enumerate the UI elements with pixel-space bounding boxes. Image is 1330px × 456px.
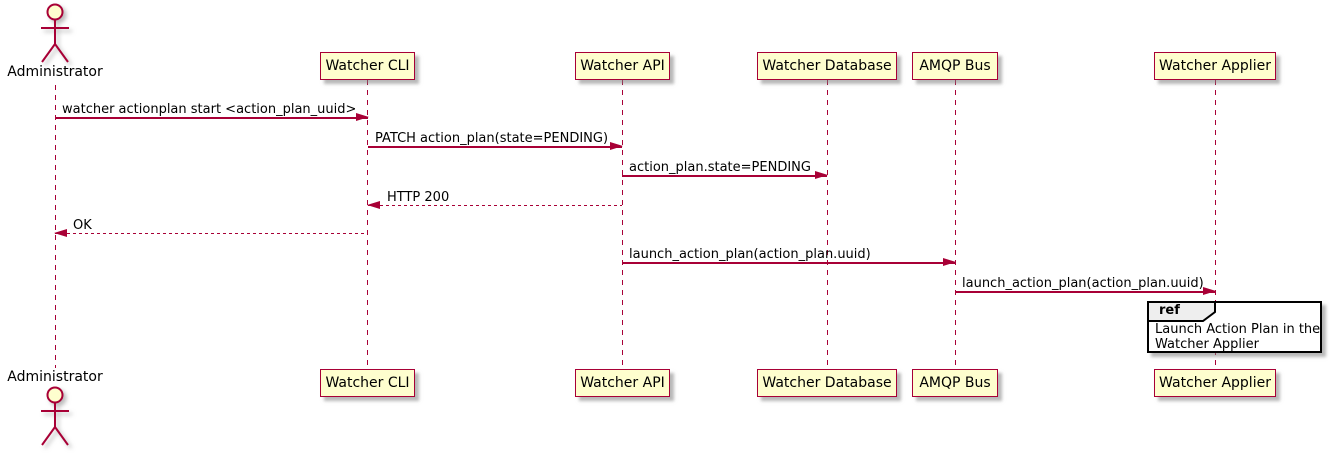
lifeline-watcher-cli [367, 80, 369, 369]
message-label: watcher actionplan start <action_plan_uu… [62, 102, 357, 117]
message-label: launch_action_plan(action_plan.uuid) [962, 276, 1204, 291]
arrowhead-left-icon [54, 228, 67, 237]
administrator-actor-icon-top [41, 3, 69, 63]
message-line [622, 262, 955, 264]
ref-keyword: ref [1159, 303, 1180, 318]
arrowhead-right-icon [1203, 286, 1216, 295]
message-label: OK [73, 218, 92, 233]
message-ok: OK [54, 217, 368, 239]
participant-amqp-bus-top: AMQP Bus [912, 52, 998, 80]
ref-body: Launch Action Plan in the Watcher Applie… [1155, 322, 1320, 352]
participant-watcher-api-bottom: Watcher API [575, 369, 670, 397]
message-watcher-actionplan-start: watcher actionplan start <action_plan_uu… [55, 101, 369, 123]
message-line [55, 117, 368, 119]
participant-amqp-bus-bottom: AMQP Bus [912, 369, 998, 397]
lifeline-watcher-applier [1214, 80, 1216, 369]
participant-watcher-applier-bottom: Watcher Applier [1154, 369, 1276, 397]
arrowhead-right-icon [943, 257, 956, 266]
lifeline-amqp-bus [954, 80, 956, 369]
ref-text-line-1: Launch Action Plan in the [1155, 322, 1321, 337]
message-line [55, 233, 368, 235]
participant-watcher-cli-top: Watcher CLI [320, 52, 415, 80]
message-patch-action-plan: PATCH action_plan(state=PENDING) [368, 130, 623, 152]
message-line [368, 205, 622, 207]
message-action-plan-state-pending: action_plan.state=PENDING [622, 159, 828, 181]
ref-tag: ref [1147, 301, 1217, 322]
message-http-200: HTTP 200 [367, 189, 622, 211]
ref-text-line-2: Watcher Applier [1155, 337, 1259, 352]
administrator-label-top: Administrator [7, 64, 103, 80]
participant-watcher-database-top: Watcher Database [757, 52, 897, 80]
message-label: launch_action_plan(action_plan.uuid) [629, 247, 871, 262]
ref-tag-shape [1147, 301, 1216, 322]
arrowhead-right-icon [815, 170, 828, 179]
message-label: action_plan.state=PENDING [629, 160, 811, 175]
message-launch-action-plan-amqp: launch_action_plan(action_plan.uuid) [622, 246, 956, 268]
administrator-label-bottom: Administrator [7, 369, 103, 385]
participant-watcher-cli-bottom: Watcher CLI [320, 369, 415, 397]
message-launch-action-plan-applier: launch_action_plan(action_plan.uuid) [955, 275, 1216, 297]
participant-watcher-database-bottom: Watcher Database [757, 369, 897, 397]
participant-watcher-api-top: Watcher API [575, 52, 670, 80]
arrowhead-left-icon [367, 200, 380, 209]
ref-frame: ref Launch Action Plan in the Watcher Ap… [1147, 301, 1322, 353]
administrator-actor-icon-bottom [41, 386, 69, 446]
lifeline-watcher-database [826, 80, 828, 369]
participant-watcher-applier-top: Watcher Applier [1154, 52, 1276, 80]
lifeline-administrator [54, 85, 56, 368]
arrowhead-right-icon [356, 112, 369, 121]
message-line [622, 175, 827, 177]
message-line [955, 291, 1215, 293]
message-label: HTTP 200 [387, 190, 450, 205]
arrowhead-right-icon [610, 141, 623, 150]
message-line [368, 146, 622, 148]
message-label: PATCH action_plan(state=PENDING) [375, 131, 609, 146]
lifeline-watcher-api [621, 80, 623, 369]
